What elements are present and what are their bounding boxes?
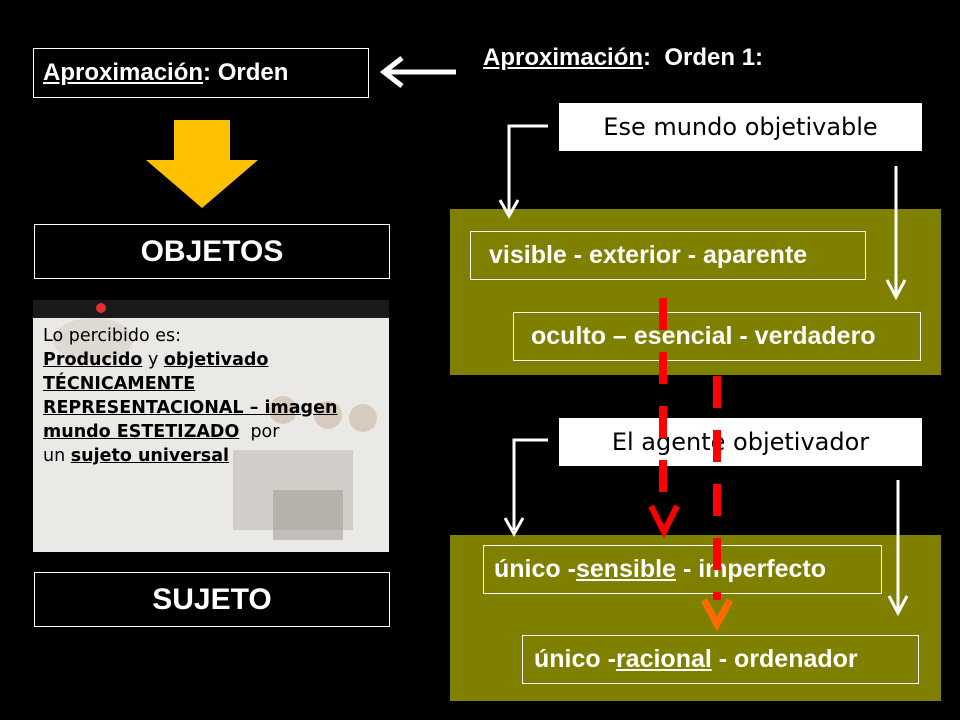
caption-line-2: Producido y objetivado bbox=[43, 348, 337, 372]
caption-line-1: Lo percibido es: bbox=[43, 326, 182, 346]
unico-1-c: - imperfecto bbox=[676, 555, 827, 583]
unico-1-a: único - bbox=[494, 555, 576, 583]
stage-photo-image bbox=[33, 300, 389, 552]
unico-2-a: único - bbox=[534, 645, 616, 673]
agente-box: El agente objetivador bbox=[559, 418, 922, 466]
elbow-arrow-top-icon bbox=[507, 124, 548, 212]
elbow-arrow-bottom-icon bbox=[512, 438, 548, 530]
unico-sensible-imperfecto: único - sensible - imperfecto bbox=[483, 545, 882, 594]
objetivable-label: Ese mundo objetivable bbox=[603, 113, 878, 141]
sensible-word: sensible bbox=[575, 555, 676, 583]
right-title-link: Aproximación bbox=[483, 44, 644, 71]
caption-sujeto-universal: sujeto universal bbox=[70, 446, 230, 466]
caption-objetivado: objetivado bbox=[163, 350, 269, 370]
visible-exterior-label: visible - exterior - aparente bbox=[489, 241, 808, 269]
right-title: Aproximación: Orden 1: bbox=[483, 44, 763, 72]
arrow-left-icon bbox=[379, 56, 456, 88]
caption-line-3: TÉCNICAMENTE bbox=[43, 374, 196, 394]
photo-caption: Lo percibido es: Producido y objetivado … bbox=[43, 324, 337, 468]
racional-word: racional bbox=[615, 645, 712, 673]
caption-producido: Producido bbox=[43, 350, 143, 370]
left-title-link: Aproximación bbox=[43, 59, 204, 86]
right-title-rest: : Orden 1: bbox=[643, 44, 764, 71]
oculto-esencial-verdadero: oculto – esencial - verdadero bbox=[513, 312, 921, 361]
objetivable-box: Ese mundo objetivable bbox=[559, 103, 922, 151]
caption-line-4: REPRESENTACIONAL – imagen bbox=[43, 398, 338, 418]
caption-line-5: mundo ESTETIZADO por bbox=[43, 420, 337, 444]
objetos-label: OBJETOS bbox=[140, 234, 284, 268]
sujeto-box: SUJETO bbox=[34, 572, 390, 627]
left-title-box: Aproximación: Orden bbox=[33, 48, 369, 98]
caption-line-6: un sujeto universal bbox=[43, 444, 337, 468]
arrow-down-icon bbox=[146, 120, 258, 208]
caption-por: por bbox=[239, 422, 280, 442]
stage-photo: Lo percibido es: Producido y objetivado … bbox=[33, 300, 389, 552]
left-title-rest: : Orden bbox=[203, 59, 289, 86]
sujeto-label: SUJETO bbox=[152, 582, 272, 616]
visible-exterior-aparente: visible - exterior - aparente bbox=[470, 231, 866, 280]
objetos-box: OBJETOS bbox=[34, 224, 390, 279]
caption-y: y bbox=[142, 350, 164, 370]
agente-label: El agente objetivador bbox=[611, 428, 870, 456]
unico-racional-ordenador: único - racional - ordenador bbox=[522, 635, 919, 684]
caption-un: un bbox=[43, 446, 71, 466]
oculto-esencial-label: oculto – esencial - verdadero bbox=[531, 322, 876, 350]
caption-estetizado: mundo ESTETIZADO bbox=[43, 422, 240, 442]
unico-2-c: - ordenador bbox=[711, 645, 858, 673]
